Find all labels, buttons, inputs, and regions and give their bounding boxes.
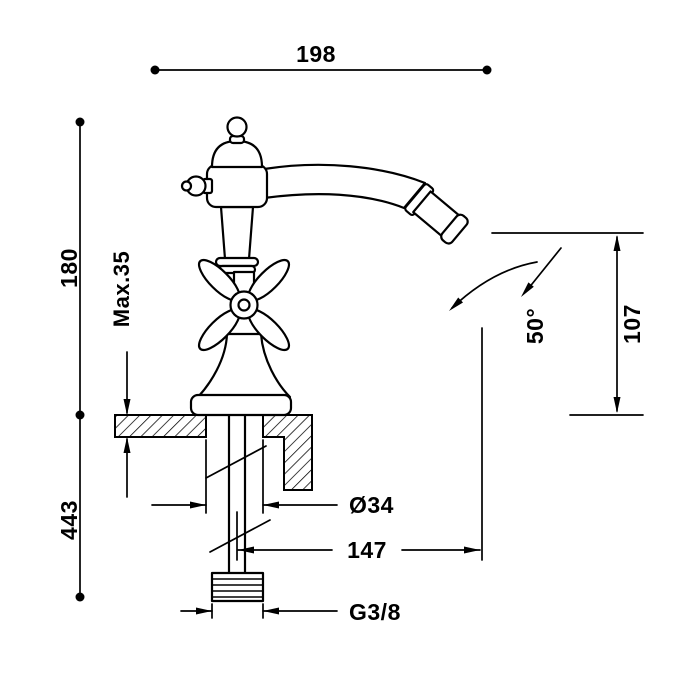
- neck-ring-1: [214, 256, 260, 268]
- spout-aerator: [404, 183, 469, 245]
- dim-label-spout-reach: 147: [347, 537, 387, 563]
- left-ball-tip: [180, 180, 193, 192]
- dim-label-upper-height: 180: [56, 248, 82, 288]
- dimension-lines: [79, 69, 644, 619]
- handle-hub-center: [237, 298, 251, 312]
- dim-label-outlet-height: 107: [619, 304, 645, 344]
- deck-right-section: [262, 414, 313, 491]
- neck-column: [219, 205, 255, 261]
- cross-handle: [197, 258, 291, 352]
- pipe-break-lower: [209, 519, 271, 553]
- dim-label-top-width: 198: [296, 41, 336, 67]
- dim-label-thread-size: G3/8: [349, 599, 401, 625]
- dimension-arrowheads: [123, 235, 621, 615]
- deck-section: [114, 414, 313, 491]
- base-flange: [189, 393, 293, 417]
- dim-label-spout-angle: 50°: [522, 308, 548, 344]
- pipe-break-upper: [205, 445, 267, 479]
- dim-label-total-height: 443: [56, 500, 82, 540]
- spout-tube: [262, 163, 427, 210]
- finial-ball: [226, 116, 248, 138]
- dome-cap: [210, 139, 264, 169]
- angle-arc: [451, 261, 538, 309]
- angle-axis-line: [527, 247, 562, 290]
- dim-label-max-thickness: Max.35: [109, 251, 134, 327]
- threaded-tail: [210, 571, 265, 603]
- dim-label-hole-diameter: Ø34: [349, 492, 394, 518]
- faucet-outline: [180, 116, 469, 603]
- mixer-body: [205, 163, 269, 209]
- dimension-end-dots: [75, 65, 492, 602]
- deck-left-section: [114, 414, 207, 438]
